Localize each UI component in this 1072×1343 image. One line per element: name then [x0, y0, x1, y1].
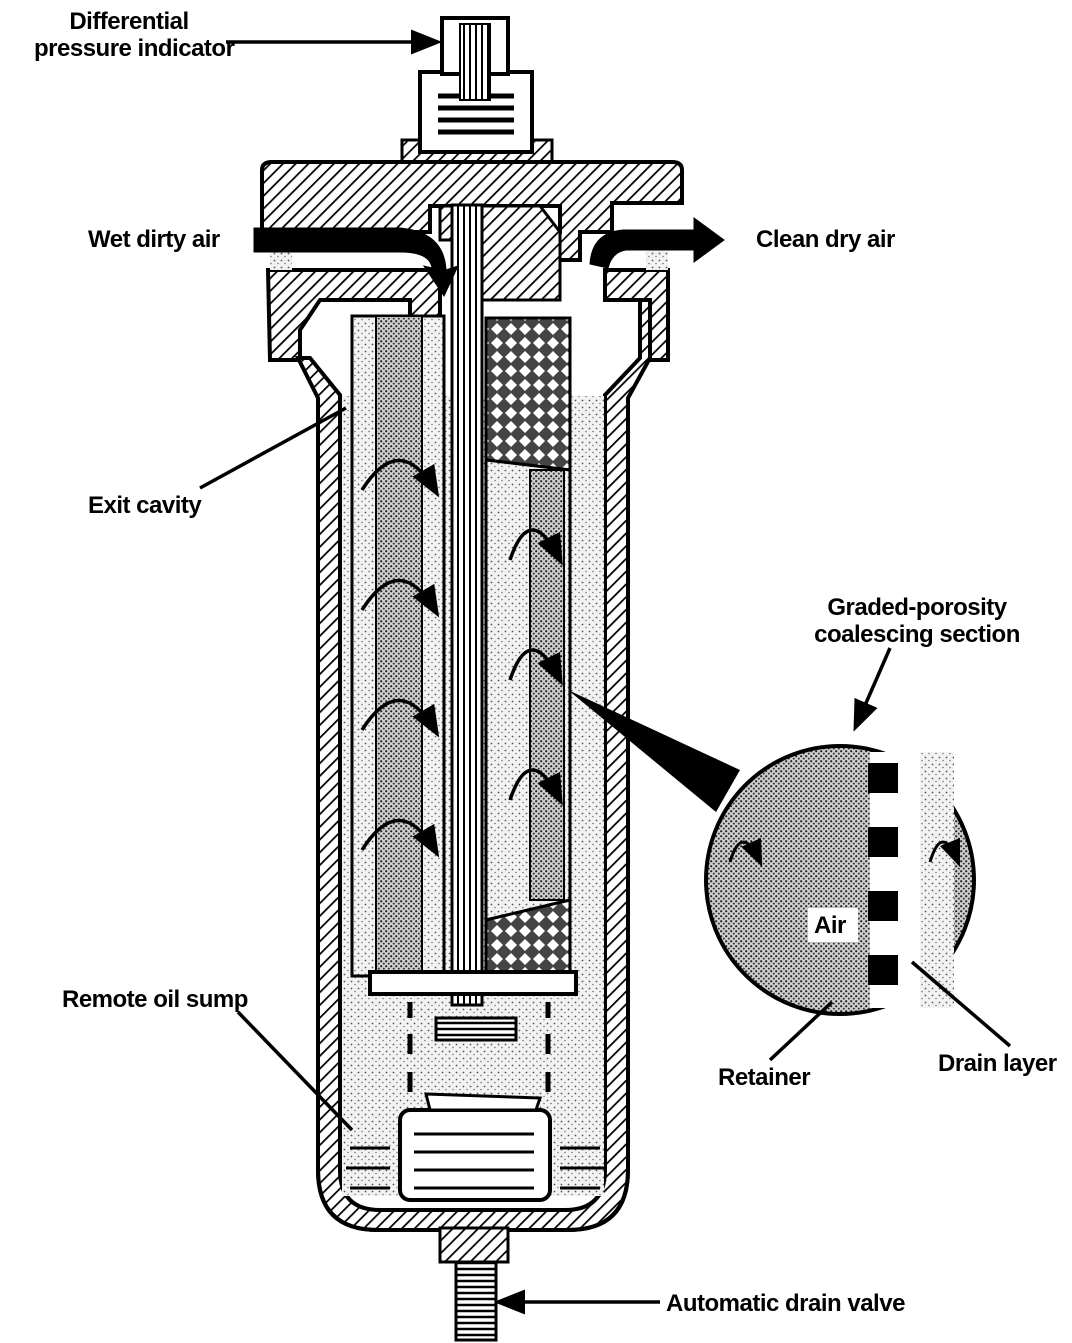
label-graded-porosity-line2: coalescing section: [814, 621, 1020, 648]
end-plate: [368, 970, 578, 1042]
label-differential-line1: Differential: [69, 8, 189, 35]
label-differential-pressure-indicator: Differential pressure indicator: [34, 8, 235, 62]
tie-rod: [450, 203, 484, 1007]
flow-arrows: [360, 458, 563, 858]
exit-cavity-element: [350, 314, 446, 978]
leader-lines: [199, 29, 1012, 1315]
label-wet-dirty-air: Wet dirty air: [88, 226, 220, 253]
drain-valve: [438, 1226, 510, 1342]
label-differential-line2: pressure indicator: [34, 35, 235, 62]
leader-remote-oil-sump: [236, 1010, 354, 1132]
leader-graded-porosity: [853, 647, 892, 732]
label-drain-layer: Drain layer: [938, 1050, 1057, 1077]
label-air: Air: [814, 912, 846, 939]
label-graded-porosity-line1: Graded-porosity: [827, 594, 1007, 621]
leader-retainer: [768, 1000, 834, 1062]
oil-drips: [407, 1002, 551, 1092]
pressure-indicator: [400, 16, 554, 172]
inlet-arrow: [253, 227, 459, 298]
outlet-arrow: [589, 217, 725, 269]
label-automatic-drain-valve: Automatic drain valve: [666, 1290, 905, 1317]
label-graded-porosity: Graded-porosity coalescing section: [796, 594, 1038, 648]
leader-drain-layer: [910, 960, 1012, 1048]
leader-exit-cavity: [199, 406, 347, 490]
label-exit-cavity: Exit cavity: [88, 492, 202, 519]
coalescing-element: [484, 316, 572, 977]
oil-sump: [346, 1092, 604, 1202]
magnified-inset: [568, 690, 976, 1016]
label-retainer: Retainer: [718, 1064, 811, 1091]
label-clean-dry-air: Clean dry air: [756, 226, 895, 253]
label-remote-oil-sump: Remote oil sump: [62, 986, 248, 1013]
